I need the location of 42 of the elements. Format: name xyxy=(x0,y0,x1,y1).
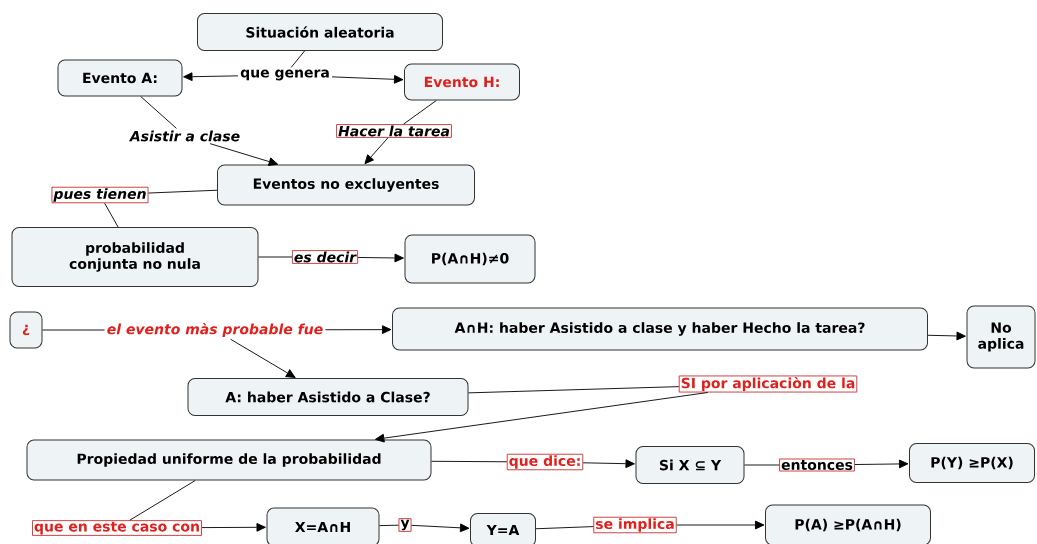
linking-phrase-box: pues tienen xyxy=(51,186,149,204)
concept-box: Situación aleatoria xyxy=(197,13,443,51)
arrow xyxy=(582,459,635,469)
concept-box: P(A∩H)≠0 xyxy=(404,234,536,284)
concept-box: P(A) ≥P(A∩H) xyxy=(765,504,931,544)
arrow xyxy=(331,74,404,84)
concept-box: No aplica xyxy=(966,305,1036,369)
arrow xyxy=(364,137,389,165)
linking-phrase: el evento màs probable fue xyxy=(104,320,326,340)
linking-phrase: que genera xyxy=(238,67,332,83)
arrow xyxy=(324,325,392,334)
linking-phrase-box: entonces xyxy=(779,458,855,472)
arrow xyxy=(209,143,279,166)
concept-box: Eventos no excluyentes xyxy=(217,164,475,206)
arrow xyxy=(676,520,765,530)
linking-phrase-box: Hacer la tarea xyxy=(336,124,452,138)
concept-box: Propiedad uniforme de la probabilidad xyxy=(26,439,432,481)
arrow xyxy=(374,392,709,443)
concept-box: A: haber Asistido a Clase? xyxy=(187,378,469,416)
linking-phrase-box: SI por aplicaciòn de la xyxy=(678,375,858,393)
arrow xyxy=(411,523,470,533)
arrow xyxy=(201,522,266,532)
concept-box: probabilidad conjunta no nula xyxy=(11,227,259,287)
concept-box: Evento A: xyxy=(57,59,183,97)
linking-phrase-box: es decir xyxy=(291,250,359,264)
concept-box: A∩H: haber Asistido a clase y haber Hecho la tarea? xyxy=(392,307,928,351)
concept-box: Y=A xyxy=(470,513,536,544)
linking-phrase-box: se implica xyxy=(593,516,677,534)
arrow xyxy=(230,338,296,378)
concept-box: Si X ⊆ Y xyxy=(635,446,745,484)
arrow xyxy=(927,331,966,341)
concept-box: X=A∩H xyxy=(266,507,380,544)
arrow xyxy=(357,253,404,263)
linking-phrase-box: que en este caso con xyxy=(32,520,202,536)
arrow xyxy=(183,72,239,82)
linking-phrase-box: que dice: xyxy=(506,453,584,471)
linking-phrase-box: y xyxy=(398,518,412,532)
concept-box: Evento H: xyxy=(404,63,520,101)
concept-box: P(Y) ≥P(X) xyxy=(909,443,1035,483)
linking-phrase: Asistir a clase xyxy=(127,128,243,144)
concept-box: ¿ xyxy=(9,311,43,349)
arrow xyxy=(854,459,909,469)
